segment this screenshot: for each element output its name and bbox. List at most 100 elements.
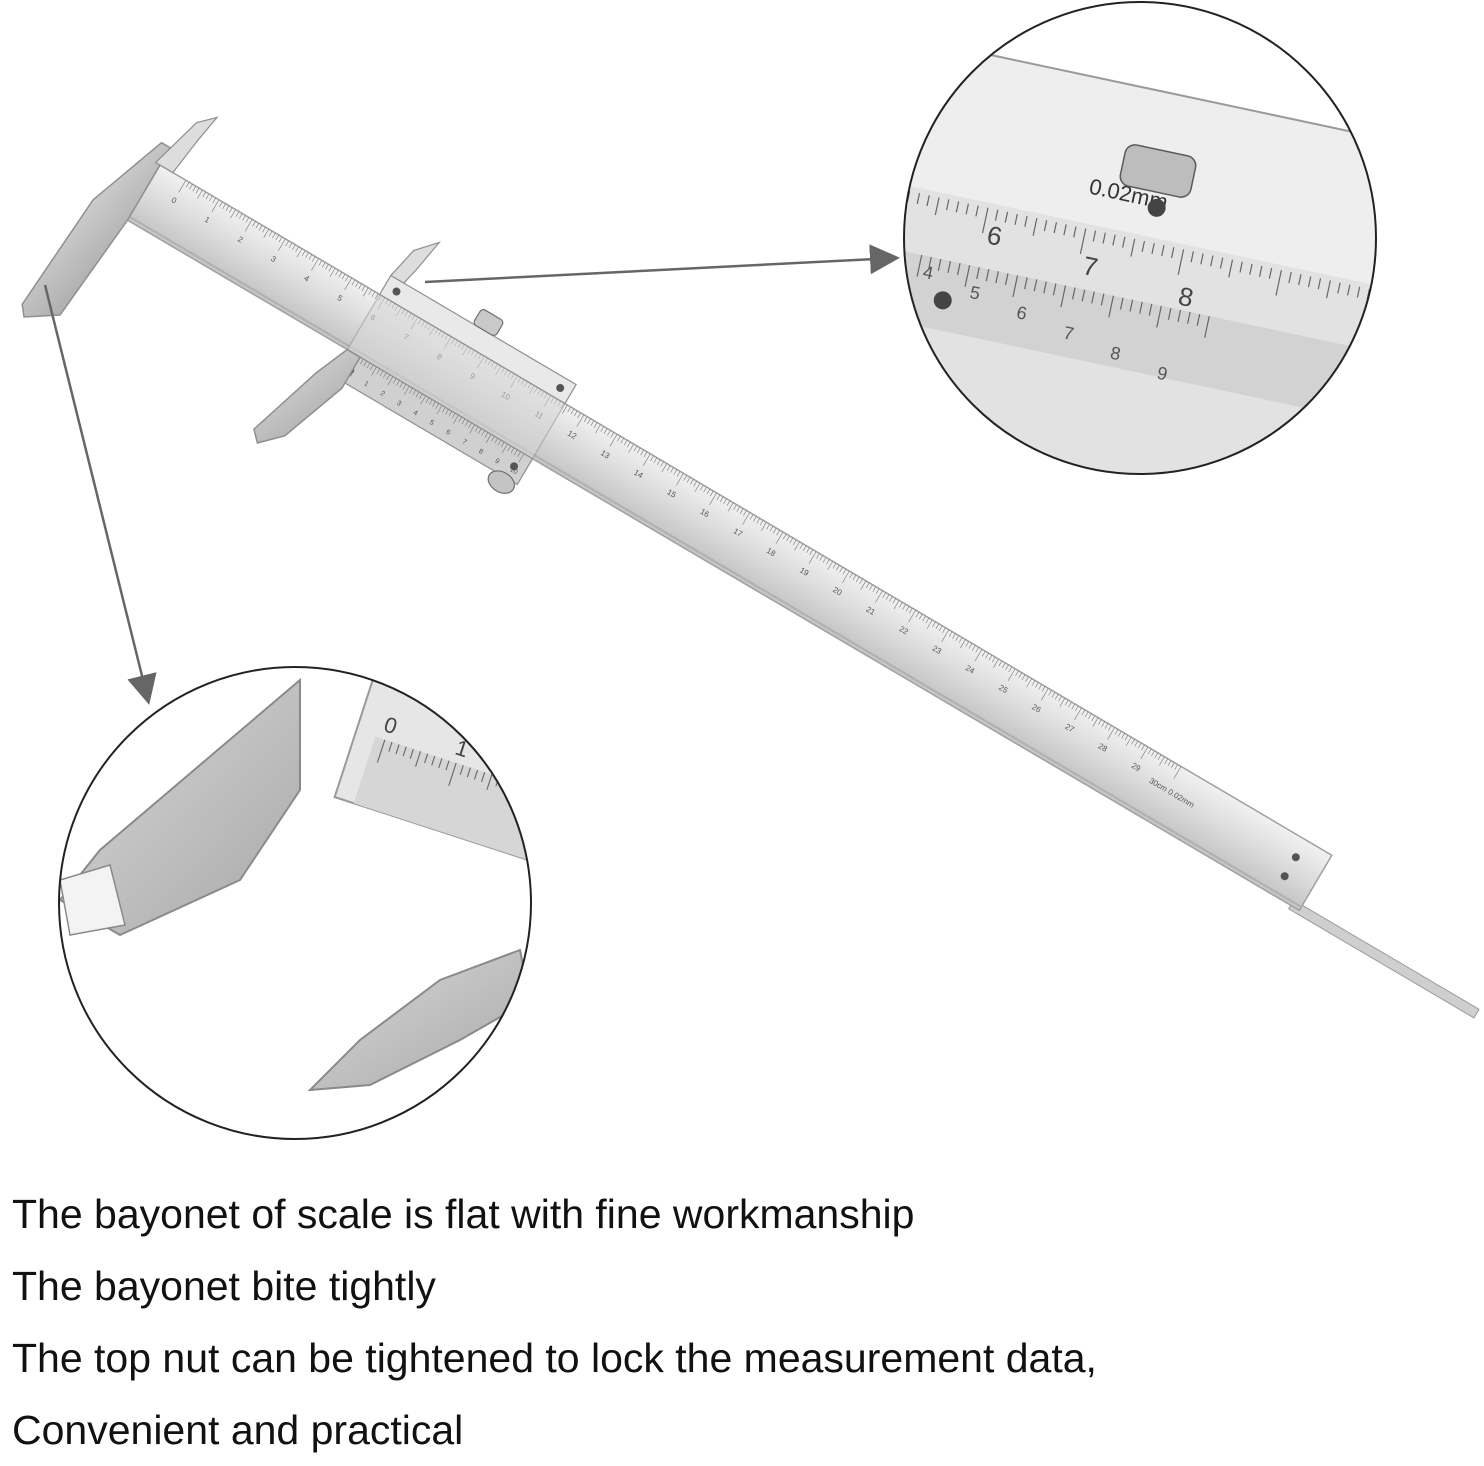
caption-block: The bayonet of scale is flat with fine w… (12, 1178, 1472, 1466)
caption-line: The bayonet of scale is flat with fine w… (12, 1191, 915, 1237)
main-scale-tick (576, 414, 585, 427)
main-scale-tick (1171, 762, 1175, 768)
main-scale-tick (926, 619, 933, 629)
main-scale-tick (670, 467, 674, 473)
zoom-main-tick (1356, 286, 1361, 298)
main-scale-tick (1114, 729, 1119, 735)
zoom-vernier-tick (1119, 297, 1124, 310)
main-scale-tick (609, 434, 618, 447)
zoom-vernier-tick (1060, 285, 1067, 308)
main-scale-tick (650, 455, 654, 462)
zoom-vernier-tick (947, 260, 952, 273)
locking-nut[interactable] (473, 308, 505, 337)
main-scale-tick (690, 479, 694, 485)
vernier-scale-label: 2 (379, 390, 386, 398)
zoom-bottom-tick (486, 774, 493, 790)
vernier-scale-label: 9 (494, 458, 501, 466)
zoom-locking-nut (1119, 144, 1197, 198)
zoom-bottom-label: 2 (524, 758, 543, 786)
vernier-scale-ticks (354, 357, 525, 463)
main-scale-tick (344, 277, 352, 291)
main-scale-tick (603, 428, 608, 434)
zoom-main-tick (1325, 280, 1331, 299)
main-scale-tick (756, 518, 760, 524)
main-scale-tick (727, 502, 734, 512)
main-scale-tick (683, 475, 688, 481)
zoom-main-tick (1079, 228, 1087, 255)
zoom-main-tick (975, 205, 979, 217)
zoom-bottom-tick (473, 769, 479, 780)
zoom-main-tick (1092, 230, 1097, 242)
zoom-main-tick (1004, 211, 1009, 223)
zoom-vernier-tick (985, 269, 990, 282)
zoom-screw (933, 291, 952, 310)
main-scale-tick (952, 633, 956, 639)
vernier-tick (366, 362, 371, 369)
main-scale-tick (255, 223, 260, 229)
zoom-bottom-tick (509, 781, 514, 792)
main-scale-tick (1041, 686, 1046, 692)
main-scale-tick (230, 209, 236, 219)
zoom-main-tick (1317, 278, 1322, 290)
zoom-main-tick (1249, 263, 1253, 275)
zoom-bottom-tick (388, 741, 393, 752)
main-scale-tick (1164, 758, 1169, 764)
zoom-main-tick (1219, 257, 1224, 269)
main-scale-tick (1068, 701, 1072, 708)
main-scale-tick (1008, 666, 1013, 673)
main-scale-tick (726, 500, 731, 507)
vernier-scale-label: 10 (508, 466, 518, 476)
main-scale-tick (915, 611, 920, 618)
vernier-scale-label: 7 (461, 438, 468, 446)
zoom-main-tick (1337, 282, 1341, 294)
main-scale-tick (1071, 703, 1076, 710)
zoom-bottom-tick (663, 832, 670, 855)
vernier-tick (481, 430, 485, 436)
main-scale-tick (792, 539, 797, 546)
main-scale-tick (985, 652, 989, 659)
zoom-main-tick (916, 193, 921, 205)
main-scale-tick (909, 608, 913, 614)
main-scale-tick (1074, 705, 1079, 712)
vernier-scale-label: 5 (428, 419, 435, 427)
zoom-vernier-tick (1024, 277, 1028, 290)
beam-end-hole (1291, 853, 1300, 862)
zoom-vernier-tick (1012, 275, 1019, 298)
main-scale-tick (202, 191, 207, 198)
zoom-circle-bottom: 0 1 2 (58, 666, 670, 1140)
zoom-bottom-tick (553, 795, 556, 805)
main-scale-tick (826, 559, 830, 565)
main-scale-tick (733, 504, 737, 510)
main-scale-tick (832, 563, 837, 569)
main-scale-tick (842, 568, 847, 575)
main-scale-tick (1018, 672, 1023, 678)
main-scale-tick (816, 553, 820, 559)
zoom-main-tick (934, 197, 940, 216)
main-scale-tick (822, 557, 827, 563)
vernier-tick (461, 418, 466, 425)
zoom-bottom-tick (481, 772, 486, 782)
main-scale-tick (1007, 668, 1016, 681)
vernier-tick (419, 393, 423, 400)
main-scale-tick (1001, 662, 1006, 669)
vernier-tick (514, 449, 518, 456)
zoom-vernier-tick (1052, 283, 1057, 296)
zoom-main-tick (981, 207, 989, 234)
main-scale-tick (889, 596, 893, 602)
main-scale-tick (882, 592, 887, 598)
thumb-wheel[interactable] (484, 466, 518, 497)
main-scale-tick (600, 426, 605, 432)
main-scale-tick (958, 637, 963, 643)
caption-line: Convenient and practical (12, 1407, 464, 1453)
main-scale-tick (1026, 678, 1033, 688)
vernier-tick (387, 376, 394, 386)
main-scale-tick (222, 203, 226, 209)
main-scale-tick (610, 432, 615, 438)
main-scale-tick (775, 531, 784, 545)
vernier-tick (420, 395, 426, 405)
main-scale-tick (329, 268, 336, 277)
zoom-bottom-tick (431, 755, 436, 766)
main-scale-tick (1107, 727, 1115, 740)
main-scale-tick (723, 498, 727, 505)
depth-rod (1288, 899, 1480, 1019)
